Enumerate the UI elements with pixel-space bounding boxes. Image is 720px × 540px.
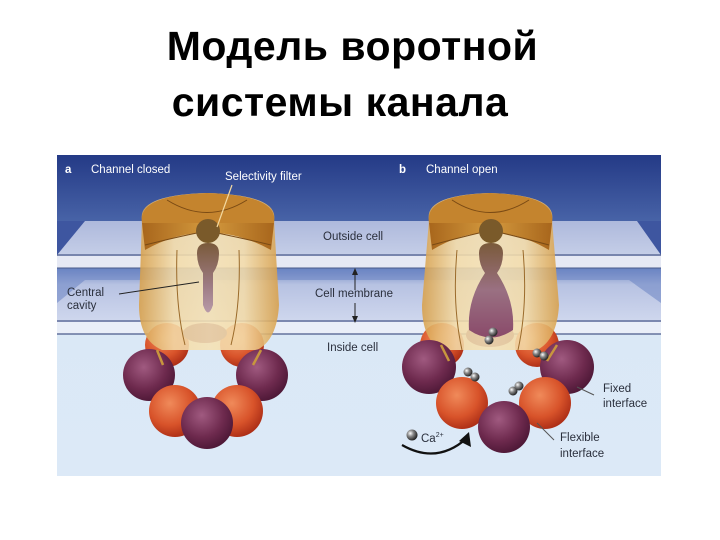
calcium-ion-charge: 2+ [435,432,444,439]
central-cavity-label-line2: cavity [67,300,97,312]
flexible-interface-label-line2: interface [560,448,605,460]
central-cavity-label-line1: Central [67,287,105,299]
panel-a-letter: a [65,164,72,176]
panel-a-heading: Channel closed [91,164,171,176]
flexible-interface-label-line1: Flexible [560,432,600,444]
panel-b-letter: b [399,164,407,176]
outside-cell-label: Outside cell [323,231,384,243]
fixed-interface-label-line1: Fixed [603,383,632,395]
inside-cell-label: Inside cell [327,342,379,354]
closed-channel [123,193,288,449]
cell-membrane-label: Cell membrane [315,288,393,300]
selectivity-filter-label: Selectivity filter [225,171,302,183]
slide-title: Модель воротной системы канала [0,18,720,130]
open-channel [401,193,594,455]
channel-gating-figure: a Channel closed Selectivity filter b Ch… [57,155,661,476]
fixed-interface-label-line2: interface [603,398,648,410]
title-line-1: Модель воротной [166,23,539,69]
figure-graphic [57,155,661,476]
panel-b-heading: Channel open [426,164,498,176]
calcium-ion-label: Ca2+ [421,429,444,446]
calcium-ion-symbol: Ca [421,432,436,445]
title-line-2: системы канала [171,79,509,125]
calcium-ions [463,327,549,396]
